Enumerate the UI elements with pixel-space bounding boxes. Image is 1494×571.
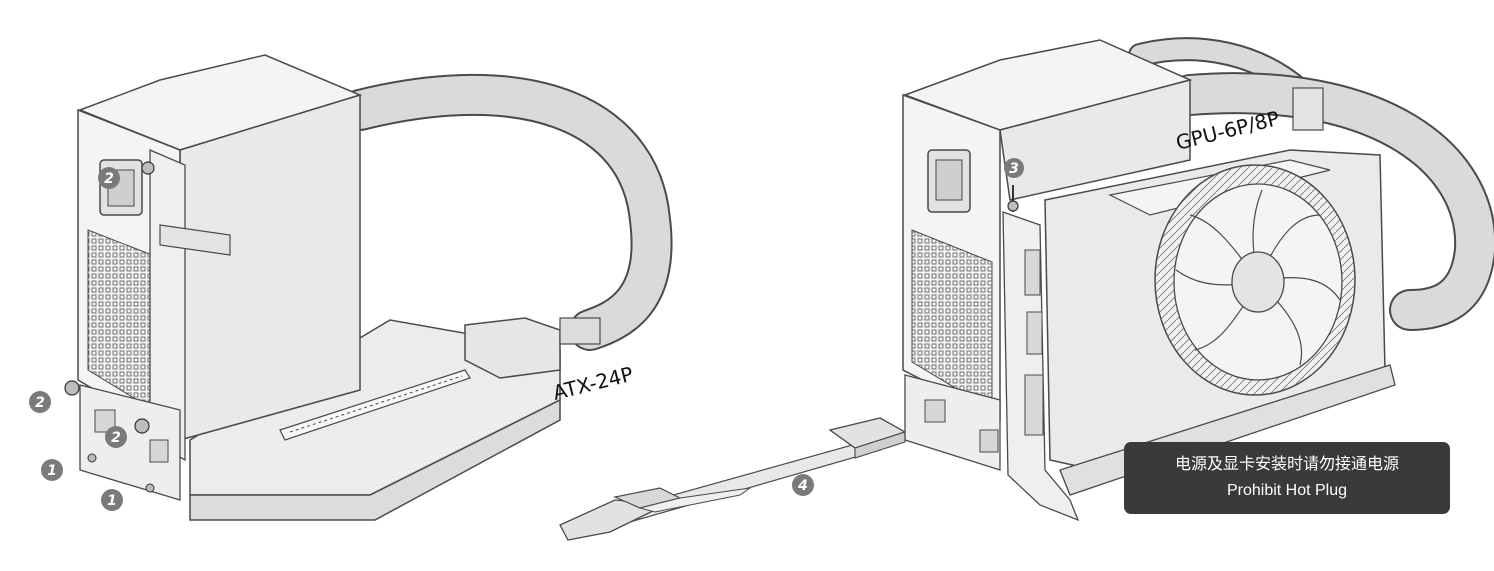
warning-box: 电源及显卡安装时请勿接通电源 Prohibit Hot Plug bbox=[1124, 442, 1450, 514]
step-number: 3 bbox=[1009, 161, 1019, 177]
warning-text-english: Prohibit Hot Plug bbox=[1226, 482, 1348, 499]
warning-text-chinese: 电源及显卡安装时请勿接通电源 bbox=[1174, 456, 1399, 473]
left-assembly bbox=[64, 54, 673, 521]
step-number: 2 bbox=[104, 171, 114, 187]
step-number: 4 bbox=[797, 478, 808, 494]
step-badge: 1 bbox=[41, 459, 63, 481]
step-badge: 2 bbox=[105, 426, 127, 448]
atx-24p-label: ATX-24P bbox=[550, 362, 635, 405]
step-number: 1 bbox=[107, 493, 117, 509]
step-badge: 2 bbox=[98, 167, 120, 189]
step-badge: 1 bbox=[101, 489, 123, 511]
right-assembly bbox=[902, 37, 1494, 522]
psu-side bbox=[179, 93, 361, 441]
step-badge: 2 bbox=[29, 391, 51, 413]
step-number: 2 bbox=[35, 395, 45, 411]
riser-cable bbox=[559, 417, 907, 541]
step-badge: 3 bbox=[1004, 158, 1024, 178]
gpu-bracket bbox=[1002, 211, 1080, 522]
pcie-slot bbox=[279, 369, 471, 441]
step-number: 1 bbox=[47, 463, 57, 479]
step-badge: 4 bbox=[792, 474, 814, 496]
step-number: 2 bbox=[111, 430, 121, 446]
atx-connector bbox=[464, 317, 561, 379]
cable-connector-left bbox=[559, 499, 668, 541]
